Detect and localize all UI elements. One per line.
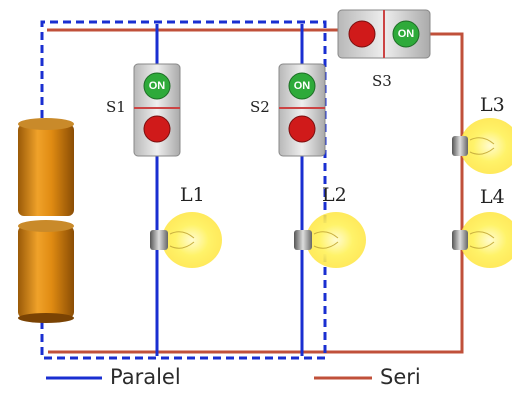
switch-s1-on-text: ON [148, 80, 166, 92]
series-wire [47, 28, 464, 354]
switch-s2-on-text: ON [293, 80, 311, 92]
lamp-l2-label: L2 [322, 184, 347, 206]
lamp-l4 [452, 212, 512, 268]
legend-parallel-label: Paralel [110, 365, 181, 389]
switch-s2 [278, 63, 326, 157]
switch-s3 [337, 9, 431, 59]
switch-s1-label: S1 [106, 98, 126, 116]
parallel-wire [40, 20, 327, 360]
lamp-l3-label: L3 [480, 94, 505, 116]
lamp-l2 [294, 212, 366, 268]
switch-s2-label: S2 [250, 98, 270, 116]
lamp-l4-label: L4 [480, 186, 505, 208]
switch-s3-label: S3 [372, 72, 392, 90]
switch-s3-on-text: ON [397, 28, 415, 40]
battery [18, 118, 74, 323]
switch-s1 [133, 63, 181, 157]
lamp-l1 [150, 212, 222, 268]
lamp-l1-label: L1 [180, 184, 205, 206]
lamp-l3 [452, 118, 512, 174]
legend-series-label: Seri [380, 365, 421, 389]
